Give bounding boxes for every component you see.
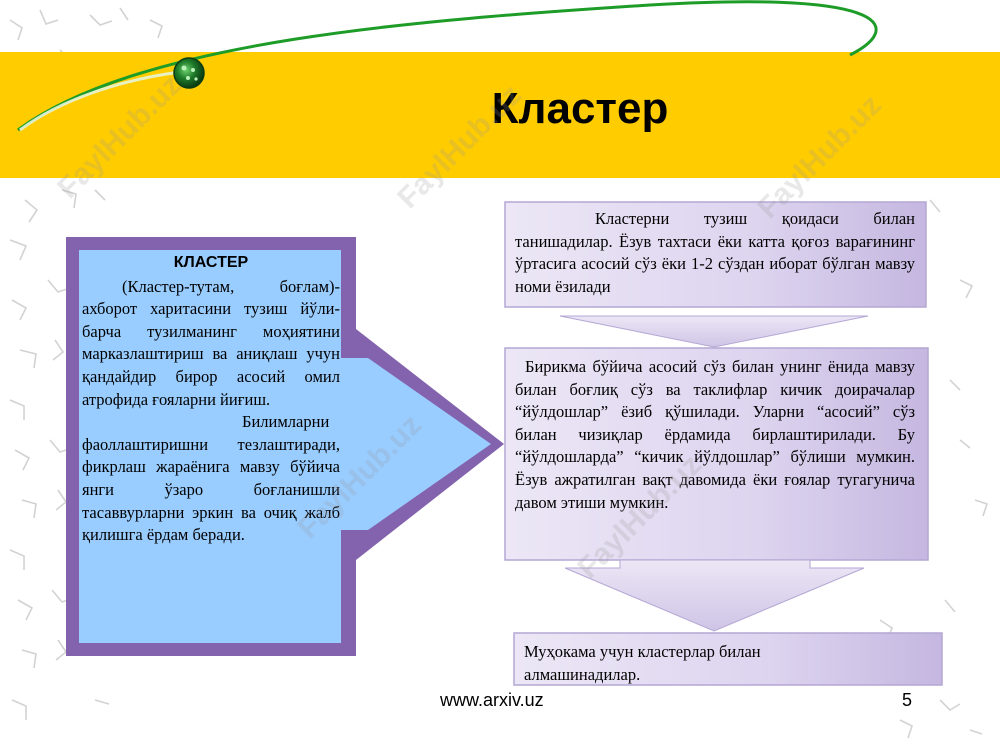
cluster-definition-text: КЛАСТЕР (Кластер-тутам, боғлам)- ахборот… xyxy=(82,252,340,547)
step-3-text: Муҳокама учун кластерлар билан алмашинад… xyxy=(524,642,761,684)
left-text-panel xyxy=(79,250,341,643)
down-arrow-1 xyxy=(559,315,869,348)
cluster-benefit: Билимларни фаоллаштиришни тезлаштиради, … xyxy=(82,412,340,545)
down-arrow-2 xyxy=(564,559,865,632)
step-box-1 xyxy=(504,201,927,308)
step-1-text: Кластерни тузиш қоидаси билан танишадила… xyxy=(515,209,915,296)
footer-url: www.arxiv.uz xyxy=(440,690,544,710)
step-2-text: Бирикма бўйича асосий сўз билан унинг ён… xyxy=(515,357,915,512)
molecule-pattern xyxy=(7,7,989,739)
step-box-3 xyxy=(513,632,943,686)
cluster-definition: (Кластер-тутам, боғлам)- ахборот харитас… xyxy=(82,276,340,409)
page-number: 5 xyxy=(902,690,913,710)
green-swoosh xyxy=(17,0,878,132)
step-box-2 xyxy=(504,347,929,561)
cluster-heading: КЛАСТЕР xyxy=(173,254,249,271)
slide-title: Кластер xyxy=(491,84,669,133)
